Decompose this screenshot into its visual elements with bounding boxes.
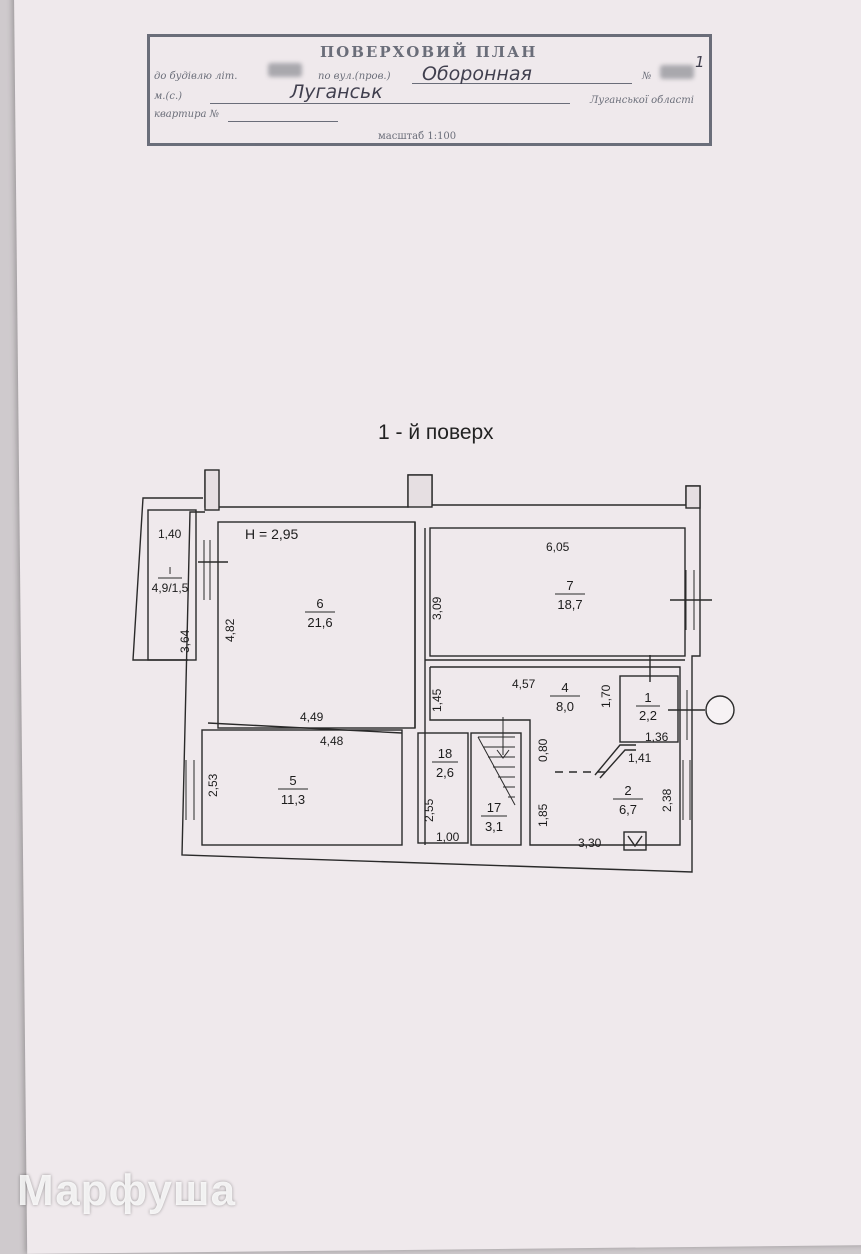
stamp-title: ПОВЕРХОВИЙ ПЛАН <box>320 43 538 61</box>
dim-label: 1,41 <box>628 751 652 765</box>
dim-label: 2,55 <box>422 798 436 822</box>
floor-plan-drawing: I 4,9/1,5 6 21,6 7 18,7 5 11,3 4 8,0 1 2… <box>132 469 735 873</box>
street-handwritten: Оборонная <box>422 63 532 85</box>
dim-label: 1,40 <box>158 527 182 541</box>
room-18-area: 2,6 <box>436 765 454 780</box>
dim-label: 4,49 <box>300 710 324 724</box>
room-7-number: 7 <box>566 578 573 593</box>
dim-label: 3,30 <box>578 836 602 850</box>
dim-label: 3,64 <box>178 629 192 653</box>
room-7-outline <box>429 527 686 657</box>
room-1-number: 1 <box>644 690 651 705</box>
floor-plan-stamp: ПОВЕРХОВИЙ ПЛАН до будівлю літ. по вул.(… <box>147 34 712 146</box>
dim-label: 1,70 <box>599 684 613 708</box>
room-5-area: 11,3 <box>281 792 305 807</box>
dim-label: 4,57 <box>512 677 536 691</box>
dim-label: 1,85 <box>536 803 550 827</box>
ceiling-height: H = 2,95 <box>245 526 299 542</box>
stamp-line1-suffix: № <box>642 71 652 82</box>
room-18-number: 18 <box>438 746 452 761</box>
dim-label: 4,48 <box>320 734 344 748</box>
room-18-outline <box>417 732 469 844</box>
porch-outline <box>132 497 203 661</box>
room-2-number: 2 <box>624 783 631 798</box>
dim-label: 1,00 <box>436 830 460 844</box>
stamp-line2-suffix: Луганської області <box>590 95 694 106</box>
stamp-line2-prefix: м.(с.) <box>154 91 183 102</box>
porch-inner <box>147 509 197 661</box>
room-17-outline <box>470 732 522 846</box>
stamp-line1-mid: по вул.(пров.) <box>318 71 391 82</box>
room-4-area: 8,0 <box>556 699 574 714</box>
room-1-outline <box>619 675 679 743</box>
redaction-block <box>268 63 302 77</box>
room-5-outline <box>201 729 403 846</box>
room-2-area: 6,7 <box>619 802 637 817</box>
dim-label: 1,45 <box>430 688 444 712</box>
external-marker-circle <box>705 695 735 725</box>
dim-label: 1,36 <box>645 730 669 744</box>
staircase <box>477 717 516 806</box>
dim-label: 0,80 <box>536 738 550 762</box>
redaction-block <box>660 65 694 79</box>
dim-label: 4,82 <box>223 618 237 642</box>
room-4-number: 4 <box>561 680 568 695</box>
room-17-number: 17 <box>487 800 501 815</box>
room-I-area: 4,9/1,5 <box>152 581 189 595</box>
stamp-scale: масштаб 1:100 <box>378 131 457 142</box>
city-handwritten: Луганськ <box>290 81 383 103</box>
dim-label: 2,38 <box>660 788 674 812</box>
stamp-line3-prefix: квартира № <box>154 109 220 120</box>
room-6-number: 6 <box>316 596 323 611</box>
dim-label: 2,53 <box>206 773 220 797</box>
floor-title: 1 - й поверх <box>378 421 494 444</box>
room-17-area: 3,1 <box>485 819 503 834</box>
stamp-line1-prefix: до будівлю літ. <box>154 71 238 82</box>
room-6-area: 21,6 <box>307 615 332 630</box>
room-7-area: 18,7 <box>557 597 582 612</box>
room-4-outline <box>429 666 681 846</box>
watermark-logo: Марфуша <box>17 1166 237 1215</box>
house-number-handwritten: 1 <box>695 53 705 71</box>
room-1-area: 2,2 <box>639 708 657 723</box>
dim-label: 3,09 <box>430 596 444 620</box>
dim-label: 6,05 <box>546 540 570 554</box>
room-I-number: I <box>169 566 172 577</box>
room-5-number: 5 <box>289 773 296 788</box>
